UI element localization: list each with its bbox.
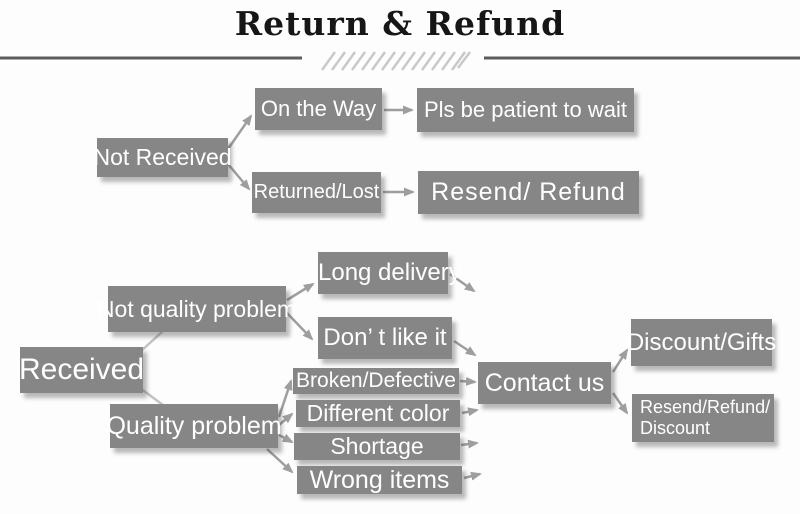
node-long-delivery: Long delivery	[318, 252, 461, 294]
node-broken-defective: Broken/Defective	[293, 368, 459, 394]
node-contact-us: Contact us	[478, 362, 611, 404]
flow-connector-lines	[139, 330, 164, 407]
node-received: Received	[19, 347, 144, 393]
node-wrong-items: Wrong items	[297, 466, 462, 494]
node-different-color: Different color	[296, 400, 460, 427]
node-resend-refund-discount-line2: Discount	[640, 418, 711, 438]
node-returned-lost: Returned/Lost	[252, 172, 381, 213]
node-resend-refund: Resend/ Refund	[418, 171, 639, 214]
flow-arrows	[226, 105, 629, 481]
node-not-quality-problem: Not quality problem	[98, 286, 296, 332]
page-title: Return & Refund	[234, 4, 566, 43]
node-dont-like-it: Don’ t like it	[318, 317, 452, 359]
node-not-received: Not Received	[93, 138, 232, 177]
node-pls-be-patient: Pls be patient to wait	[417, 88, 634, 132]
hatch-decoration-icon	[320, 51, 471, 71]
node-resend-refund-discount: Resend/Refund/ Discount	[632, 394, 774, 442]
node-discount-gifts: Discount/Gifts	[627, 319, 776, 366]
node-quality-problem: Quality problem	[106, 404, 282, 448]
node-resend-refund-discount-line1: Resend/Refund/	[640, 397, 771, 418]
node-on-the-way: On the Way	[255, 88, 382, 130]
node-shortage: Shortage	[294, 433, 460, 460]
